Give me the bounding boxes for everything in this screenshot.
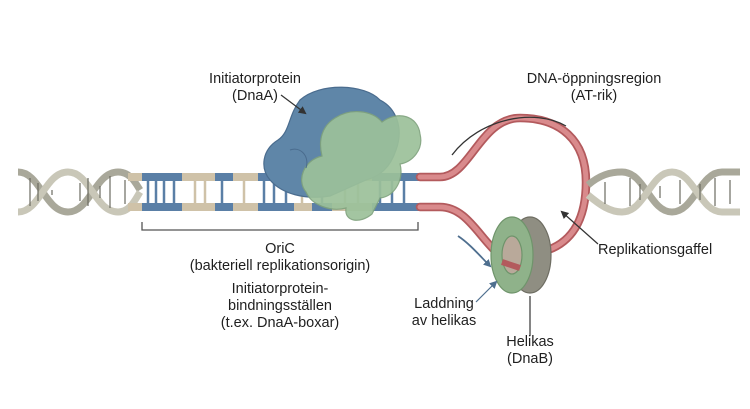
oric-label-line1: OriC [265, 241, 295, 257]
open-region-label-line2: (AT-rik) [570, 88, 618, 104]
initiator-label-line2: (DnaA) [232, 88, 278, 104]
binding-sites-label-line1: Initiatorprotein- [231, 281, 329, 297]
helicase-label-line1: Helikas [506, 334, 554, 350]
binding-sites-label: Initiatorprotein- bindningsställen (t.ex… [200, 281, 360, 332]
initiator-label-line1: Initiatorprotein [209, 71, 301, 87]
oric-bracket [141, 222, 419, 231]
loading-arc-arrow [457, 235, 492, 268]
oric-label-line2: (bakteriell replikationsorigin) [189, 258, 371, 274]
helicase-ring [490, 216, 552, 294]
loading-label-line2: av helikas [411, 313, 477, 329]
right-dna-helix [585, 168, 740, 216]
leader-lines [280, 94, 599, 336]
initiator-label: Initiatorprotein (DnaA) [195, 71, 315, 105]
helicase-label-line2: (DnaB) [507, 351, 553, 367]
left-dna-helix [17, 168, 143, 216]
initiator-protein-blob [263, 86, 422, 221]
open-region-label: DNA-öppningsregion (AT-rik) [509, 71, 679, 105]
binding-sites-label-line3: (t.ex. DnaA-boxar) [220, 315, 340, 331]
binding-sites-label-line2: bindningsställen [228, 298, 332, 314]
at-rich-arc [451, 116, 567, 156]
oric-label: OriC (bakteriell replikationsorigin) [170, 241, 390, 275]
fork-label-text: Replikationsgaffel [598, 242, 713, 258]
loading-label-line1: Laddning [414, 296, 474, 312]
loading-label: Laddning av helikas [404, 296, 484, 330]
helicase-label: Helikas (DnaB) [495, 334, 565, 368]
fork-label: Replikationsgaffel [598, 242, 712, 259]
open-region-label-line1: DNA-öppningsregion [526, 71, 662, 87]
